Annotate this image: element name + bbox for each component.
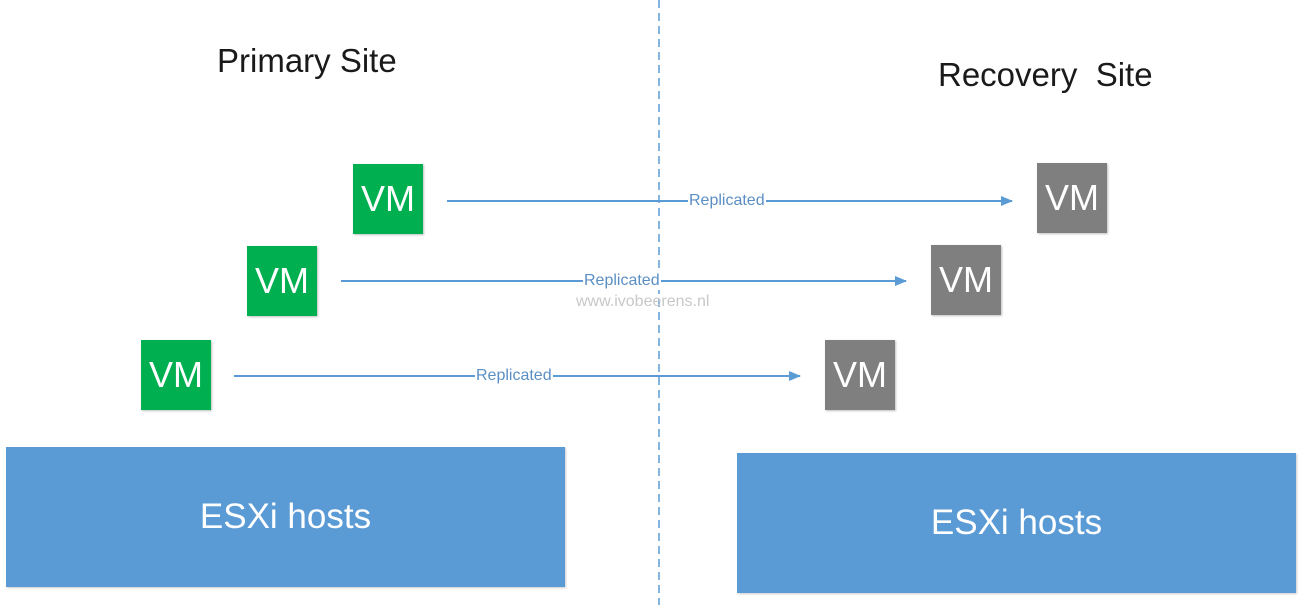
replication-label-3: Replicated [475, 367, 553, 385]
primary-vm-1: VM [353, 164, 423, 234]
watermark-text: www.ivobeerens.nl [576, 293, 710, 310]
primary-vm-3: VM [141, 340, 211, 410]
primary-esxi-hosts: ESXi hosts [6, 447, 565, 587]
primary-vm-2: VM [247, 246, 317, 316]
recovery-site-title: Recovery Site [938, 56, 1153, 93]
replication-label-2: Replicated [583, 272, 661, 290]
primary-esxi-hosts-label: ESXi hosts [199, 497, 372, 536]
recovery-esxi-hosts-label: ESXi hosts [930, 503, 1103, 542]
recovery-vm-3: VM [825, 340, 895, 410]
recovery-vm-2: VM [931, 245, 1001, 315]
replication-label-1: Replicated [688, 192, 766, 210]
primary-site-title: Primary Site [217, 42, 397, 79]
recovery-esxi-hosts: ESXi hosts [737, 453, 1296, 593]
recovery-vm-1: VM [1037, 163, 1107, 233]
